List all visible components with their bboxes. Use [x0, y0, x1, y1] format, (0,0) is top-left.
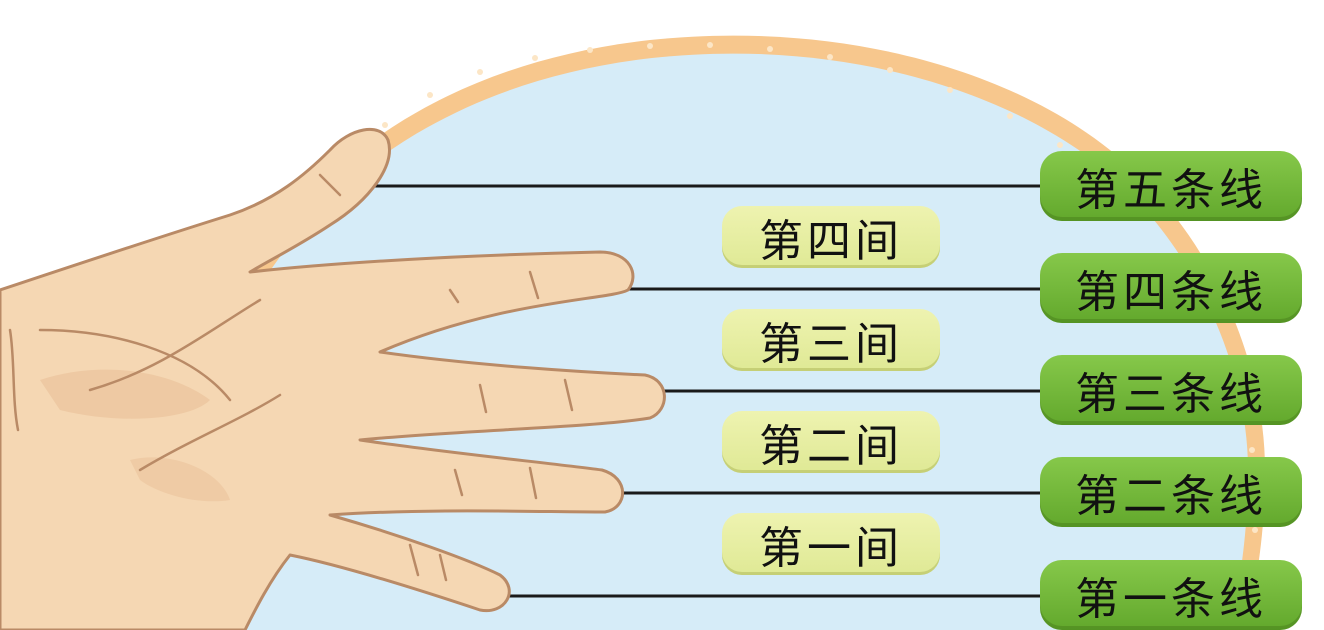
line-label-2: 第二条线: [1040, 457, 1302, 527]
staff-lines: [375, 184, 1050, 598]
line-label-5: 第五条线: [1040, 151, 1302, 221]
line-label-4: 第四条线: [1040, 253, 1302, 323]
hand-illustration: [0, 128, 666, 630]
space-label-3: 第三间: [722, 309, 940, 371]
line-label-3: 第三条线: [1040, 355, 1302, 425]
space-label-2: 第二间: [722, 411, 940, 473]
space-label-4: 第四间: [722, 206, 940, 268]
space-label-1: 第一间: [722, 513, 940, 575]
line-label-1: 第一条线: [1040, 560, 1302, 630]
